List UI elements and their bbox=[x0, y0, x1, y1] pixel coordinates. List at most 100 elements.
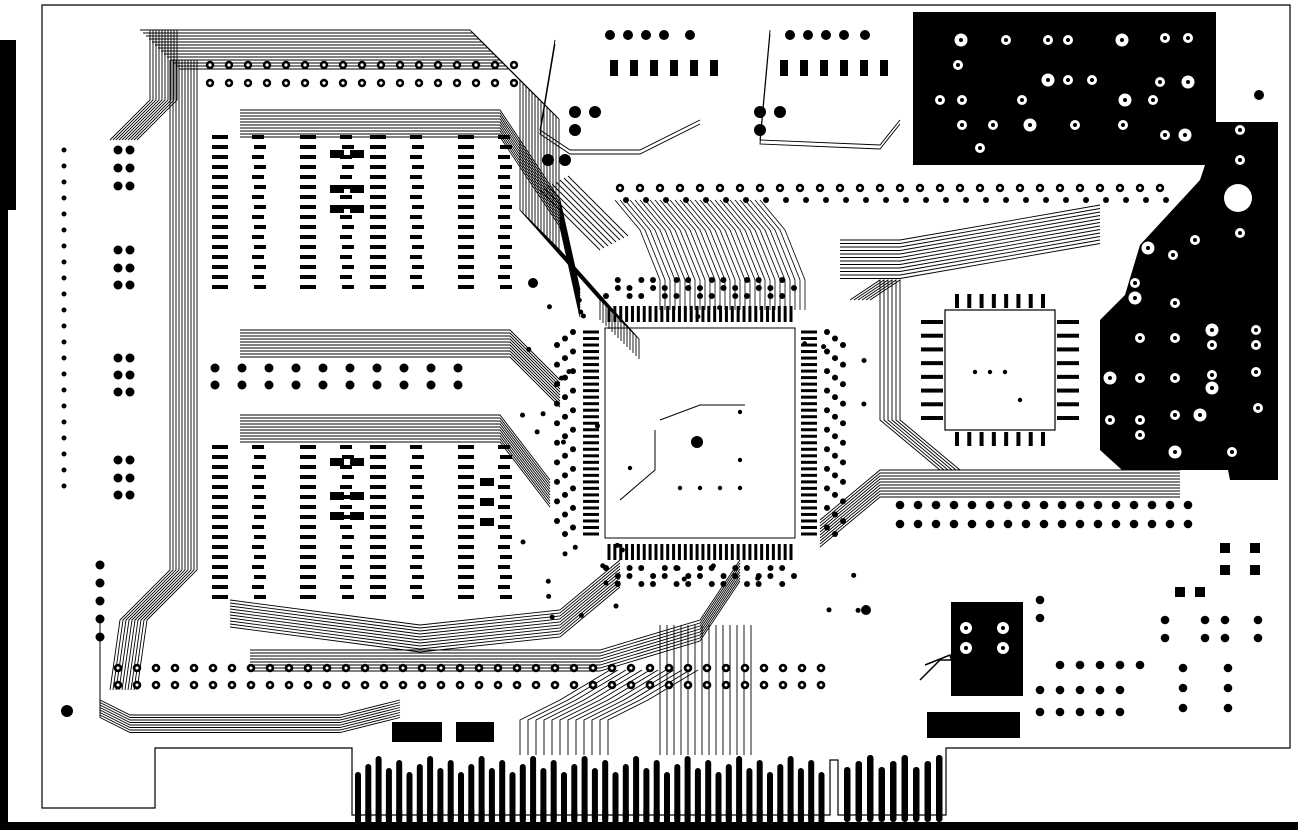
qfp-via bbox=[570, 504, 576, 511]
bus-trace bbox=[739, 199, 786, 310]
qfp-pin-right bbox=[801, 499, 817, 503]
sram-pin bbox=[212, 495, 228, 499]
sram-pin bbox=[300, 205, 316, 209]
left-pad bbox=[113, 181, 123, 191]
bus-trace bbox=[539, 39, 701, 151]
smd-pad bbox=[350, 150, 364, 158]
sram-pin bbox=[252, 525, 264, 529]
right-header-pad bbox=[1021, 500, 1031, 510]
pour-hole-center bbox=[964, 626, 968, 630]
sram-pin bbox=[500, 285, 512, 289]
bus-trace bbox=[840, 225, 1101, 262]
qfp-via bbox=[554, 478, 560, 485]
bus-trace bbox=[240, 438, 551, 505]
sram-pin bbox=[340, 155, 352, 159]
edge-finger-tip bbox=[540, 810, 547, 830]
qfp-pin-bottom bbox=[777, 544, 781, 560]
qfp-via bbox=[744, 277, 751, 283]
bus-trace bbox=[130, 60, 192, 691]
qfp-pin-top bbox=[672, 306, 676, 322]
bus-trace bbox=[164, 53, 625, 344]
left-col-dot bbox=[61, 451, 67, 457]
left-col-dot bbox=[61, 179, 67, 185]
edge-finger-tip bbox=[705, 810, 712, 830]
bus-trace bbox=[840, 218, 1101, 255]
left-pad bbox=[125, 455, 135, 465]
plcc-pin bbox=[979, 294, 984, 308]
pour-hole-center bbox=[1173, 301, 1177, 305]
bus-trace bbox=[118, 60, 180, 691]
header-drill bbox=[698, 186, 702, 190]
qfp-pin-left bbox=[583, 369, 599, 373]
qfp-pin-right bbox=[801, 486, 817, 490]
sram-pin bbox=[300, 135, 316, 139]
random-via bbox=[619, 547, 625, 553]
random-via bbox=[613, 603, 619, 609]
plcc-pin bbox=[1057, 388, 1079, 393]
qfp-via bbox=[696, 285, 703, 291]
sram-pin bbox=[458, 545, 474, 549]
sram-pin bbox=[212, 185, 228, 189]
random-via bbox=[755, 575, 761, 581]
pour-hole-center bbox=[1173, 413, 1177, 417]
header-drill bbox=[474, 63, 478, 67]
sram-pin bbox=[500, 455, 512, 459]
smd-part bbox=[860, 60, 868, 76]
qfp-via bbox=[840, 361, 846, 368]
right-header-pad bbox=[895, 500, 905, 510]
right-pad bbox=[1055, 660, 1065, 670]
bottom-header-drill bbox=[268, 666, 272, 670]
sram-pin bbox=[370, 565, 386, 569]
sram-pin bbox=[498, 485, 510, 489]
large-pad bbox=[542, 154, 554, 166]
sram-pin bbox=[458, 485, 474, 489]
via-dot bbox=[677, 485, 683, 491]
qfp-pin-right bbox=[801, 415, 817, 419]
smd-pad bbox=[330, 492, 344, 500]
left-pad bbox=[113, 473, 123, 483]
qfp-pin-left bbox=[583, 330, 599, 334]
sram-pin bbox=[498, 445, 510, 449]
bus-trace bbox=[240, 332, 561, 384]
right-pad bbox=[1095, 707, 1105, 717]
bus-trace bbox=[240, 329, 561, 381]
edge-finger bbox=[878, 767, 885, 822]
bus-trace bbox=[240, 338, 561, 390]
bottom-header-drill bbox=[819, 666, 823, 670]
bottom-header-drill bbox=[762, 683, 766, 687]
pour-hole-center bbox=[1186, 80, 1190, 84]
qfp-via bbox=[570, 329, 576, 335]
edge-finger bbox=[694, 768, 701, 822]
qfp-pin-top bbox=[766, 306, 770, 322]
header-drill bbox=[878, 186, 882, 190]
header-drill bbox=[493, 63, 497, 67]
qfp-via bbox=[570, 465, 576, 472]
pour-hole-center bbox=[1183, 133, 1187, 137]
edge-finger-tip bbox=[818, 810, 825, 830]
bus-trace bbox=[112, 30, 154, 141]
bus-trace bbox=[684, 199, 731, 310]
plcc-pin bbox=[921, 320, 943, 324]
via-dot bbox=[627, 465, 633, 471]
qfp-pin-right bbox=[801, 454, 817, 458]
left-col-dot bbox=[61, 371, 67, 377]
edge-finger bbox=[458, 772, 464, 822]
mid-header-pad bbox=[345, 380, 355, 390]
edge-finger bbox=[365, 764, 372, 822]
header-drill bbox=[474, 81, 478, 85]
bus-trace bbox=[869, 279, 961, 471]
sram-pin bbox=[410, 565, 422, 569]
right-header-pad bbox=[1165, 500, 1175, 510]
qfp-pin-right bbox=[801, 369, 817, 373]
sram-pin bbox=[340, 445, 352, 449]
bottom-header-drill bbox=[743, 683, 747, 687]
sram-pin bbox=[300, 265, 316, 269]
bus-trace bbox=[229, 568, 621, 635]
header-drill bbox=[322, 81, 326, 85]
bus-trace bbox=[99, 630, 401, 726]
bus-trace bbox=[173, 62, 634, 353]
sram-pin bbox=[342, 145, 354, 149]
qfp-via bbox=[840, 342, 846, 349]
large-pad bbox=[774, 106, 786, 118]
bus-trace bbox=[669, 199, 716, 310]
